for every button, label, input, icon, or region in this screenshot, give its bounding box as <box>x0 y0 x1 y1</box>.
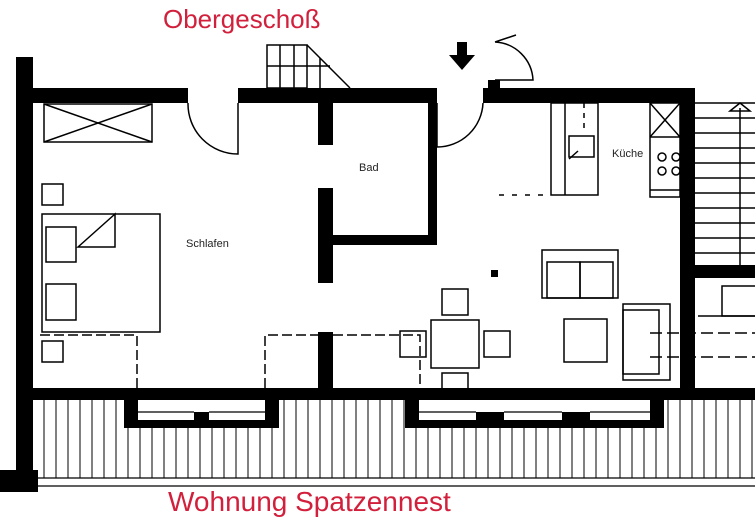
sofa <box>541 249 619 299</box>
armchair <box>622 303 671 381</box>
stairs-top <box>266 44 351 89</box>
kitchen-island <box>550 102 599 196</box>
balcony-edge <box>38 477 755 487</box>
room-label-bath: Bad <box>359 162 379 174</box>
stairs-right <box>695 102 755 265</box>
room-right-furniture <box>698 285 755 317</box>
walls <box>0 57 755 492</box>
wardrobe <box>43 103 153 143</box>
room-label-kitchen: Küche <box>612 148 644 160</box>
coffee-table <box>563 318 608 363</box>
entrance-arrow-icon <box>449 42 475 70</box>
apartment-title: Wohnung Spatzennest <box>168 486 451 517</box>
stove <box>649 102 681 198</box>
bath-door <box>436 102 484 148</box>
dining-table <box>399 288 511 400</box>
room-label-bedroom: Schlafen <box>186 238 229 250</box>
floor-title: Obergeschoß <box>163 4 321 34</box>
bedroom-door <box>187 102 239 155</box>
bed <box>41 212 161 333</box>
furniture <box>40 34 755 400</box>
windows <box>138 407 650 420</box>
entrance-door <box>494 34 534 81</box>
balcony-hatching <box>43 400 753 478</box>
